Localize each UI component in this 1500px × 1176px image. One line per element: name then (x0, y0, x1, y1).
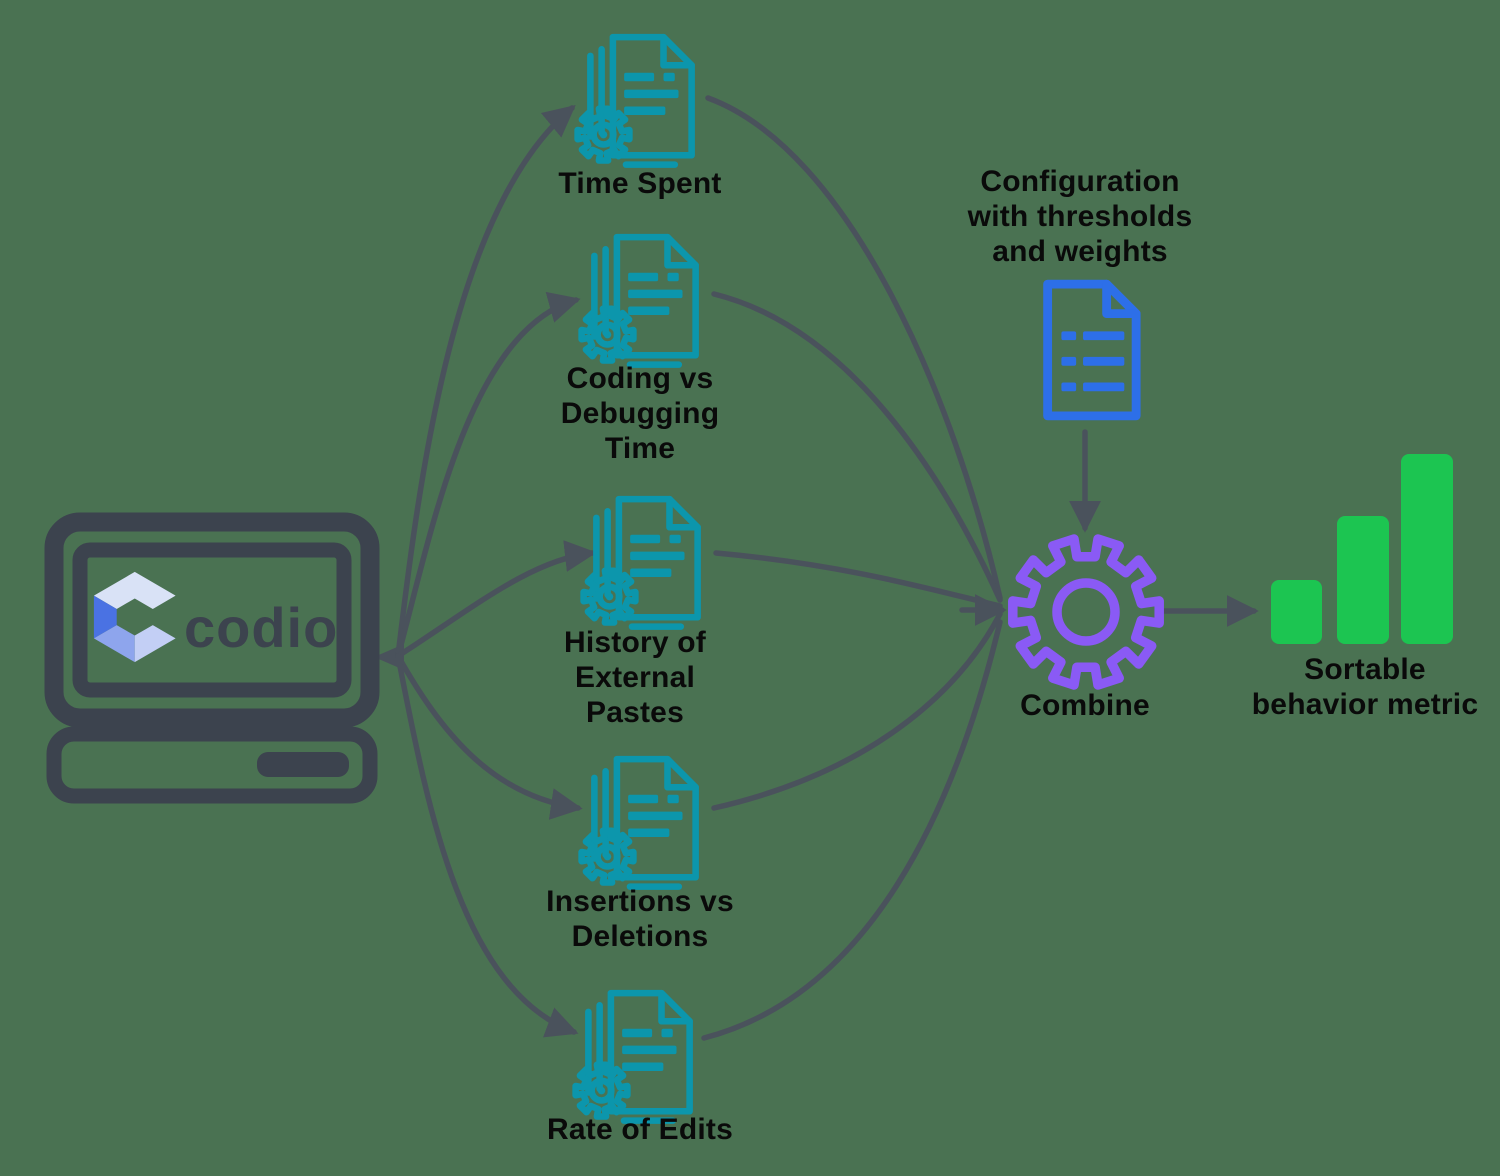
arrow-to-time-spent (395, 104, 576, 659)
metric-label-insertions-deletions: Insertions vs Deletions (546, 885, 734, 954)
bar-medium (1337, 516, 1389, 644)
config-label: Configuration with thresholds and weight… (967, 165, 1193, 269)
document-gear-icon (570, 224, 720, 374)
bar-small (1271, 580, 1322, 644)
computer-monitor-icon: codio (44, 512, 380, 804)
curve-time-spent-to-combine (705, 95, 1003, 601)
document-gear-icon (566, 24, 716, 174)
document-gear-icon (570, 746, 720, 896)
curve-coding-to-combine (711, 291, 1003, 603)
curve-rate-to-combine (701, 619, 1003, 1041)
bar-large (1401, 454, 1453, 644)
arrow-to-history-of-pastes (395, 540, 597, 659)
arrow-to-insertions-deletions (395, 653, 583, 820)
metric-label-rate-of-edits: Rate of Edits (547, 1113, 733, 1146)
codio-wordmark: codio (184, 596, 338, 659)
document-file-icon (1026, 276, 1144, 424)
combine-label: Combine (1020, 689, 1150, 722)
metric-label-coding-vs-debugging: Coding vs Debugging Time (560, 362, 720, 466)
document-gear-icon (572, 486, 722, 636)
arrow-to-rate-of-edits (395, 653, 579, 1038)
output-label: Sortable behavior metric (1251, 653, 1479, 722)
curve-insertions-to-combine (711, 611, 1003, 811)
keyboard-bar (257, 752, 349, 777)
codio-logo (93, 571, 176, 663)
metric-label-history-of-pastes: History of External Pastes (563, 626, 706, 730)
gear-icon (1008, 534, 1164, 690)
document-gear-icon (564, 980, 714, 1130)
curve-history-to-combine (713, 550, 1003, 609)
metric-label-time-spent: Time Spent (558, 167, 722, 200)
arrow-to-coding-vs-debugging (395, 291, 581, 659)
